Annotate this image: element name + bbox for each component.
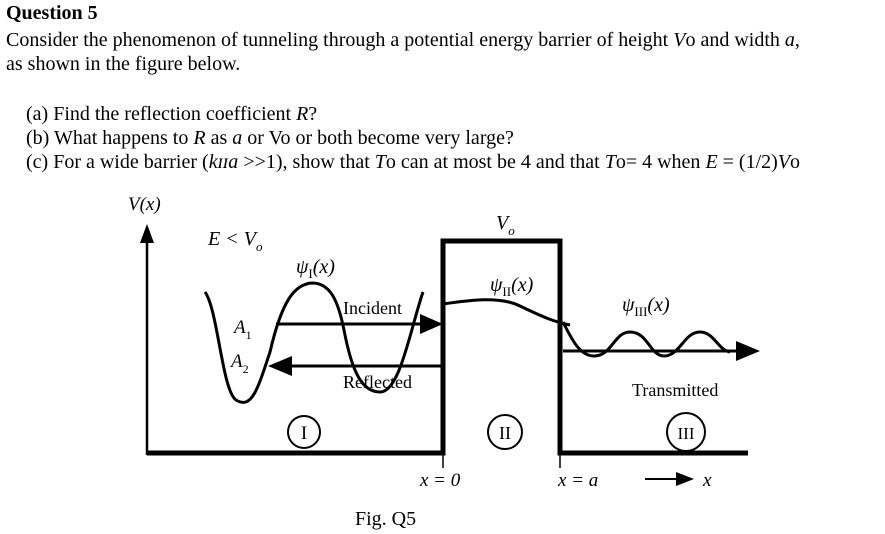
part-b-segment: R	[193, 127, 206, 149]
region-I-label: I	[301, 423, 307, 444]
question-intro: Consider the phenomenon of tunneling thr…	[6, 28, 881, 76]
intro-text-3: ,	[794, 29, 800, 51]
wave-region-III	[561, 321, 731, 358]
barrier-height-label: Vo	[496, 212, 515, 238]
region-I-marker	[287, 415, 321, 449]
part-b-segment: (b) What happens to	[26, 127, 194, 149]
question-title: Question 5	[6, 2, 98, 24]
energy-label: E < Vo	[207, 228, 263, 254]
part-a-segment: R	[296, 103, 309, 125]
potential-barrier	[147, 238, 748, 456]
part-c-segment: T	[604, 151, 616, 173]
part-b-segment: as	[205, 127, 233, 149]
potential-axis-label: V(x)	[128, 194, 161, 215]
part-c-segment: E	[705, 151, 718, 173]
psi-II-label: ψII(x)	[490, 274, 534, 299]
part-c-segment: o	[790, 151, 801, 173]
question-part-a: (a) Find the reflection coefficient R?	[26, 102, 800, 126]
potential-axis-arrow-icon	[140, 224, 154, 243]
amplitude-A2-label: A2	[229, 351, 249, 376]
intro-text-1: Consider the phenomenon of tunneling thr…	[6, 29, 674, 51]
region-III-label: III	[678, 424, 695, 443]
part-c-segment: T	[374, 151, 386, 173]
psi-III-label: ψIII(x)	[622, 294, 670, 319]
part-b-segment: or V	[242, 127, 281, 149]
part-c-segment: >>1), show that	[238, 151, 375, 173]
psi-I-label: ψI(x)	[296, 256, 335, 281]
xa-label: x = a	[557, 470, 598, 491]
part-c-segment: = (1/2)	[717, 151, 778, 173]
x0-label: x = 0	[419, 470, 461, 491]
part-c-segment: (c) For a wide barrier (	[26, 151, 209, 173]
part-a-segment: ?	[308, 103, 318, 125]
transmitted-arrow-icon	[736, 341, 760, 361]
question-part-c: (c) For a wide barrier (kɪɪa >>1), show …	[26, 150, 800, 174]
intro-text-2: and width	[695, 29, 785, 51]
region-II-label: II	[499, 423, 511, 443]
amplitude-A1-label: A1	[232, 317, 252, 342]
part-b-segment: or both become very large?	[290, 127, 514, 149]
reflected-arrow-icon	[268, 356, 292, 376]
part-c-segment: V	[777, 151, 791, 173]
question-parts: (a) Find the reflection coefficient R?(b…	[26, 102, 800, 174]
reflected-label: Reflected	[343, 372, 412, 392]
wave-region-I	[203, 281, 425, 404]
part-b-segment: a	[232, 127, 243, 149]
part-a-segment: (a) Find the reflection coefficient	[26, 103, 297, 125]
figure-caption: Fig. Q5	[355, 508, 417, 530]
incident-label: Incident	[343, 298, 402, 318]
region-III-marker	[666, 412, 706, 452]
incident-arrow-icon	[420, 314, 443, 334]
part-c-segment: kɪɪa	[208, 151, 239, 173]
intro-height-subscript: o	[685, 29, 696, 51]
intro-height-symbol: V	[673, 29, 686, 51]
x-direction-arrow-icon	[676, 472, 694, 486]
intro-width-symbol: a	[784, 29, 795, 51]
part-b-segment: o	[280, 127, 291, 149]
region-II-marker	[487, 414, 523, 450]
question-part-b: (b) What happens to R as a or Vo or both…	[26, 126, 800, 150]
intro-text-4: as shown in the figure below.	[6, 53, 241, 75]
transmitted-label: Transmitted	[632, 380, 718, 400]
x-axis-label: x	[702, 470, 712, 491]
wave-region-II	[442, 298, 571, 327]
part-c-segment: o can at most be 4 and that	[385, 151, 605, 173]
part-c-segment: o= 4 when	[615, 151, 706, 173]
